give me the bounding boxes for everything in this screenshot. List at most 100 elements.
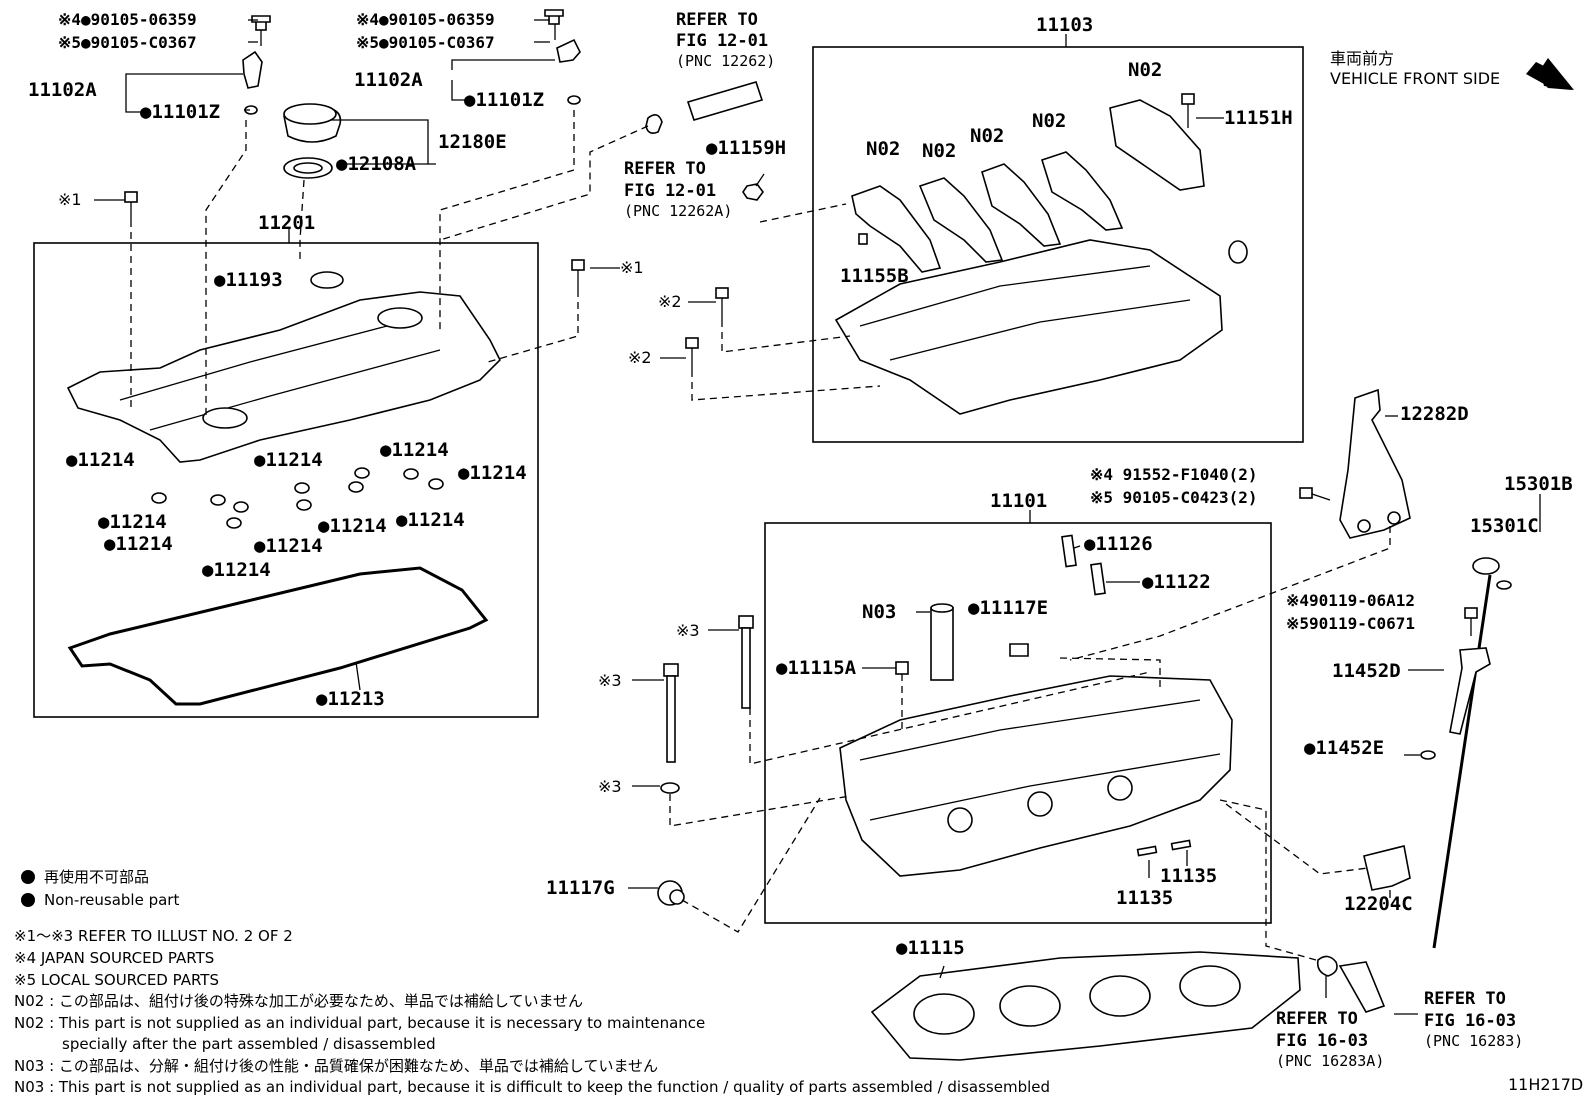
clamp-12262a	[645, 114, 663, 134]
cylinder-head-upper	[834, 233, 1248, 415]
camshaft-bearing-caps	[851, 99, 1205, 273]
bolt-mark3-long-right	[738, 615, 754, 709]
label-11117g: 11117G	[546, 877, 615, 899]
legend-n03-en: N03 : This part is not supplied as an in…	[14, 1078, 1050, 1096]
label-mark3-c: ※3	[598, 777, 622, 796]
nut-11159h	[742, 183, 764, 201]
engine-hanger-12282d	[1339, 388, 1411, 539]
bolt-mark1-left	[124, 191, 138, 220]
label-11126: ●11126	[1084, 533, 1153, 555]
label-90105-06359-a: ※4●90105-06359	[58, 10, 197, 29]
bolt-mark2-top	[715, 287, 729, 320]
label-mark3-a: ※3	[676, 621, 700, 640]
direction-label-jp: 車両前方	[1330, 49, 1394, 68]
group-box-11103	[812, 46, 1304, 443]
seal-11117g	[657, 880, 685, 906]
bolt-mark2-bottom	[685, 337, 699, 370]
label-11117e: ●11117E	[968, 597, 1048, 619]
label-12282d: 12282D	[1400, 403, 1469, 425]
legend-n02-en-1: N02 : This part is not supplied as an in…	[14, 1014, 705, 1032]
label-11101z-a: ●11101Z	[140, 101, 220, 123]
refer-to-bottom-b: REFER TO FIG 16-03 (PNC 16283)	[1424, 989, 1523, 1050]
label-11452e: ●11452E	[1304, 737, 1384, 759]
stud-91552	[1299, 487, 1331, 501]
group-box-11201	[33, 242, 539, 718]
filled-circle-icon	[21, 893, 35, 907]
hose-clamp-bottom	[1316, 955, 1386, 1013]
label-11214-10: ●11214	[202, 559, 271, 581]
pipe-12262	[686, 81, 764, 121]
oil-level-gauge-15301b	[1432, 557, 1500, 949]
label-11101z-b: ●11101Z	[464, 89, 544, 111]
label-11213: ●11213	[316, 688, 385, 710]
label-n03: N03	[862, 601, 896, 623]
bolt-11151h	[1181, 93, 1195, 128]
label-11135-a: 11135	[1160, 865, 1217, 887]
legend-n03-jp: N03 : この部品は、分解・組付け後の性能・品質確保が困難なため、単品では補給…	[14, 1057, 658, 1075]
label-11151h: 11151H	[1224, 107, 1293, 129]
oil-filler-cap	[283, 103, 342, 179]
legend-note5: ※5 LOCAL SOURCED PARTS	[14, 971, 219, 989]
direction-label-en: VEHICLE FRONT SIDE	[1330, 69, 1500, 88]
label-11214-9: ●11214	[396, 509, 465, 531]
bolt-mark1-right	[571, 259, 585, 290]
oring-15301c	[1496, 580, 1512, 590]
bolt-mark3-long-left	[663, 663, 679, 763]
plug-12204c	[1363, 845, 1411, 891]
label-11159h: ●11159H	[706, 137, 786, 159]
svg-text:REFER TO: REFER TO	[624, 159, 706, 179]
refer-to-mid-left: REFER TO FIG 12-01 (PNC 12262A)	[624, 159, 732, 220]
label-11214-6: ●11214	[104, 533, 173, 555]
label-91552: ※4 91552-F1040(2)	[1090, 465, 1258, 484]
head-cover-gasket	[67, 566, 489, 706]
part-number-labels: ※4●90105-06359 ※5●90105-C0367 ※4●90105-0…	[28, 10, 1573, 959]
label-11155b: 11155B	[840, 265, 909, 287]
label-11452d: 11452D	[1332, 660, 1401, 682]
head-gasket	[870, 951, 1301, 1061]
label-mark2-a: ※2	[658, 292, 682, 311]
plug-11117e	[1009, 643, 1029, 657]
label-11214-1: ●11214	[66, 449, 135, 471]
label-mark2-b: ※2	[628, 348, 652, 367]
legend-nonreusable-en: Non-reusable part	[44, 891, 179, 909]
label-11102a-a: 11102A	[28, 79, 97, 101]
label-12204c: 12204C	[1344, 893, 1413, 915]
svg-text:REFER TO: REFER TO	[676, 10, 758, 30]
label-90105-c0423: ※5 90105-C0423(2)	[1090, 488, 1258, 507]
svg-text:FIG 16-03: FIG 16-03	[1276, 1031, 1368, 1051]
label-11103: 11103	[1036, 14, 1093, 36]
label-11193: ●11193	[214, 269, 283, 291]
seal-11115a	[895, 661, 909, 675]
label-mark3-b: ※3	[598, 671, 622, 690]
gasket-set-11214	[151, 467, 444, 529]
label-mark1-b: ※1	[620, 258, 644, 277]
camshaft-sensor-left	[242, 15, 271, 115]
label-n02-3: N02	[970, 125, 1004, 147]
svg-text:(PNC 12262A): (PNC 12262A)	[624, 202, 732, 220]
label-11214-3: ●11214	[380, 439, 449, 461]
svg-text:FIG 12-01: FIG 12-01	[624, 181, 716, 201]
label-11115: ●11115	[896, 937, 965, 959]
pin-11122	[1090, 562, 1106, 596]
figure-code: 11H217D	[1508, 1075, 1583, 1094]
refer-to-bottom-a: REFER TO FIG 16-03 (PNC 16283A)	[1276, 1009, 1384, 1070]
svg-text:REFER TO: REFER TO	[1424, 989, 1506, 1009]
label-n02-4: N02	[922, 140, 956, 162]
label-11214-4: ●11214	[458, 462, 527, 484]
label-11135-b: 11135	[1116, 887, 1173, 909]
pins-11135	[1136, 839, 1192, 857]
legend-n02-jp: N02 : この部品は、組付け後の特殊な加工が必要なため、単品では補給していませ…	[14, 992, 583, 1010]
svg-text:(PNC 16283): (PNC 16283)	[1424, 1032, 1523, 1050]
label-11122: ●11122	[1142, 571, 1211, 593]
label-n02-1: N02	[1128, 59, 1162, 81]
label-11201: 11201	[258, 212, 315, 234]
dowel-n03	[930, 603, 954, 681]
label-11101: 11101	[990, 490, 1047, 512]
label-90119-06a12: ※490119-06A12	[1286, 591, 1415, 610]
label-n02-5: N02	[866, 138, 900, 160]
filled-circle-icon	[21, 870, 35, 884]
cylinder-head-lower	[839, 675, 1233, 877]
label-90105-c0367-b: ※5●90105-C0367	[356, 33, 495, 52]
leader-lines	[94, 19, 1541, 1015]
